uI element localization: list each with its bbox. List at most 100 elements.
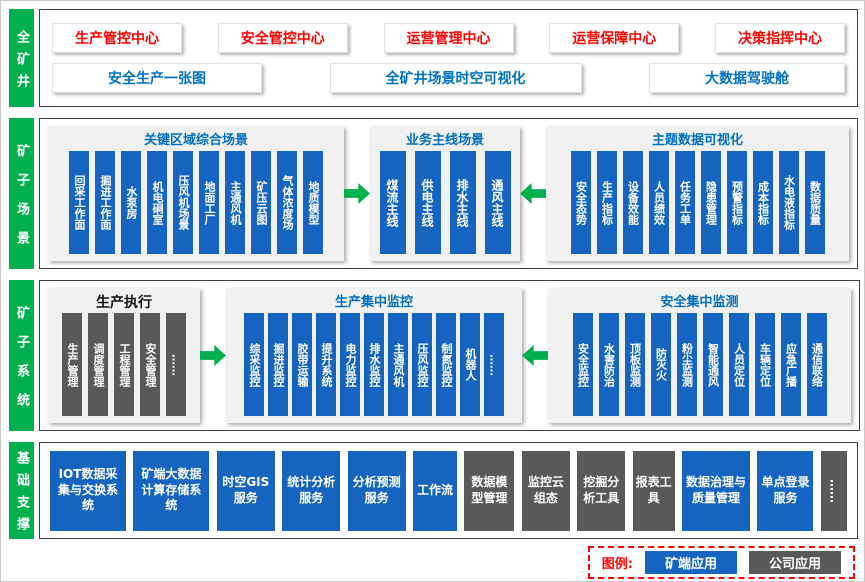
scene-item-box: 水泵房 bbox=[121, 151, 141, 254]
system-item-box: 生产管理 bbox=[62, 313, 82, 416]
mine-app-box: 全矿井场景时空可视化 bbox=[329, 63, 582, 94]
control-center-box: 决策指挥中心 bbox=[715, 22, 845, 53]
panel-key-area-scenes: 关键区域综合场景 回采工作面掘进工作面水泵房机电硐室压风机场景地面工厂主通风机矿… bbox=[48, 126, 344, 261]
foundation-item-box: IOT数据采集与交换系统 bbox=[50, 450, 126, 531]
system-item-box: 工程管理 bbox=[114, 313, 134, 416]
foundation-item-box: 监控云组态 bbox=[521, 450, 570, 531]
arrow-right-icon bbox=[200, 344, 226, 367]
scene-item-box: 水电液指标 bbox=[778, 151, 799, 254]
scene-item-box: 任务工单 bbox=[674, 151, 695, 254]
legend-chip-company-app: 公司应用 bbox=[749, 551, 841, 574]
panel-business-mainline-scenes: 业务主线场景 煤流主线供电主线排水主线通风主线 bbox=[370, 126, 520, 261]
system-item-box: 制氮监控 bbox=[436, 313, 456, 416]
foundation-box: IOT数据采集与交换系统 矿端大数据计算存储系统 时空GIS服务 统计分析服务 … bbox=[39, 442, 858, 539]
panel-safety-monitoring: 安全集中监测 安全监控水害防治顶板监测防灭火粉尘监测智能通风人员定位车辆定位应急… bbox=[548, 288, 851, 423]
scene-item-box: 生产指标 bbox=[596, 151, 617, 254]
legend-title: 图例: bbox=[601, 557, 633, 572]
scene-items: 煤流主线供电主线排水主线通风主线 bbox=[376, 151, 514, 254]
panel-theme-data-visualization: 主题数据可视化 安全态势生产指标设备效能人员绩效任务工单隐患管理预警指标成本指标… bbox=[546, 126, 849, 261]
scene-item-box: 隐患管理 bbox=[700, 151, 721, 254]
control-center-box: 安全管控中心 bbox=[217, 22, 348, 53]
system-item-box: 车辆定位 bbox=[754, 313, 775, 416]
legend: 图例: 矿端应用 公司应用 bbox=[587, 546, 855, 579]
scene-item-box: 通风主线 bbox=[484, 151, 511, 254]
foundation-item-box: 统计分析服务 bbox=[282, 450, 341, 531]
scenes-box: 关键区域综合场景 回采工作面掘进工作面水泵房机电硐室压风机场景地面工厂主通风机矿… bbox=[39, 118, 858, 269]
scene-item-box: 预警指标 bbox=[726, 151, 747, 254]
system-item-box: 安全监控 bbox=[572, 313, 593, 416]
scene-item-box: 地面工厂 bbox=[199, 151, 219, 254]
band-label-whole-mine: 全矿井 bbox=[9, 9, 34, 107]
foundation-item-box: 工作流 bbox=[413, 450, 458, 531]
scene-item-box: 设备效能 bbox=[622, 151, 643, 254]
scene-item-box: 矿压云图 bbox=[251, 151, 271, 254]
scene-item-box: 气体浓度场 bbox=[277, 151, 297, 254]
scene-item-box: 排水主线 bbox=[449, 151, 476, 254]
system-item-box: 调度管理 bbox=[88, 313, 108, 416]
system-item-box: 综采监控 bbox=[244, 313, 264, 416]
system-item-box: 应急广播 bbox=[780, 313, 801, 416]
legend-chip-mine-app: 矿端应用 bbox=[645, 551, 737, 574]
scene-item-box: 回采工作面 bbox=[69, 151, 89, 254]
scene-item-box: 供电主线 bbox=[414, 151, 441, 254]
scene-item-box: 掘进工作面 bbox=[95, 151, 115, 254]
foundation-item-box: 挖掘分析工具 bbox=[577, 450, 626, 531]
whole-mine-box: 生产管控中心安全管控中心运营管理中心运营保障中心决策指挥中心 安全生产一张图全矿… bbox=[39, 9, 858, 107]
system-item-box: …… bbox=[166, 313, 186, 416]
mine-app-box: 安全生产一张图 bbox=[52, 63, 262, 94]
mine-apps-row: 安全生产一张图 全矿井场景时空可视化 大数据驾驶舱 bbox=[52, 63, 845, 94]
system-item-box: 粉尘监测 bbox=[676, 313, 697, 416]
system-items: 生产管理调度管理工程管理安全管理 …… bbox=[54, 313, 194, 416]
scene-item-box: 人员绩效 bbox=[648, 151, 669, 254]
band-foundation: 基础支撑 IOT数据采集与交换系统 矿端大数据计算存储系统 时空GIS服务 统计… bbox=[9, 442, 858, 539]
system-item-box: 安全管理 bbox=[140, 313, 160, 416]
scene-item-box: 机电硐室 bbox=[147, 151, 167, 254]
foundation-item-box: …… bbox=[820, 450, 847, 531]
panel-production-execution: 生产执行 生产管理调度管理工程管理安全管理 …… bbox=[48, 288, 200, 423]
control-center-box: 运营管理中心 bbox=[383, 22, 514, 53]
foundation-item-box: 时空GIS服务 bbox=[216, 450, 275, 531]
band-label-systems: 矿子系统 bbox=[9, 280, 34, 431]
scene-item-box: 煤流主线 bbox=[379, 151, 406, 254]
foundation-item-box: 矿端大数据计算存储系统 bbox=[133, 450, 210, 531]
scene-item-box: 成本指标 bbox=[752, 151, 773, 254]
panel-title: 安全集中监测 bbox=[660, 295, 739, 310]
systems-box: 生产执行 生产管理调度管理工程管理安全管理 …… 生产集中监控 综采监控掘进监控胶… bbox=[39, 280, 860, 431]
panel-title: 关键区域综合场景 bbox=[143, 133, 248, 148]
panel-production-monitoring: 生产集中监控 综采监控掘进监控胶带运输提升系统电力监控排水监控主通风机压风监控制… bbox=[226, 288, 522, 423]
system-item-box: 防灭火 bbox=[650, 313, 671, 416]
scene-item-box: 主通风机 bbox=[225, 151, 245, 254]
control-centers-row: 生产管控中心安全管控中心运营管理中心运营保障中心决策指挥中心 bbox=[52, 22, 845, 53]
band-whole-mine: 全矿井 生产管控中心安全管控中心运营管理中心运营保障中心决策指挥中心 安全生产一… bbox=[9, 9, 858, 107]
scene-items: 安全态势生产指标设备效能人员绩效任务工单隐患管理预警指标成本指标水电液指标数据质… bbox=[552, 151, 843, 254]
mine-app-box: 大数据驾驶舱 bbox=[649, 63, 845, 94]
arrow-left-icon bbox=[520, 182, 546, 205]
panel-title: 生产集中监控 bbox=[334, 295, 413, 310]
scene-item-box: 压风机场景 bbox=[173, 151, 193, 254]
system-item-box: 人员定位 bbox=[728, 313, 749, 416]
control-center-box: 生产管控中心 bbox=[52, 22, 182, 53]
system-item-box: 通信联络 bbox=[806, 313, 827, 416]
arrow-left-icon bbox=[522, 344, 548, 367]
band-scenes: 矿子场景 关键区域综合场景 回采工作面掘进工作面水泵房机电硐室压风机场景地面工厂… bbox=[9, 118, 858, 269]
system-item-box: 机器人 bbox=[460, 313, 480, 416]
band-label-foundation: 基础支撑 bbox=[9, 442, 34, 539]
system-item-box: 压风监控 bbox=[412, 313, 432, 416]
panel-title: 主题数据可视化 bbox=[651, 133, 743, 148]
system-item-box: …… bbox=[484, 313, 504, 416]
foundation-item-box: 分析预测服务 bbox=[347, 450, 406, 531]
scene-item-box: 地质模型 bbox=[303, 151, 323, 254]
system-items: 安全监控水害防治顶板监测防灭火粉尘监测智能通风人员定位车辆定位应急广播通信联络 bbox=[554, 313, 845, 416]
foundation-item-box: 报表工具 bbox=[632, 450, 675, 531]
scene-items: 回采工作面掘进工作面水泵房机电硐室压风机场景地面工厂主通风机矿压云图气体浓度场地… bbox=[54, 151, 338, 254]
panel-title: 生产执行 bbox=[96, 295, 152, 311]
system-item-box: 水害防治 bbox=[598, 313, 619, 416]
band-label-scenes: 矿子场景 bbox=[9, 118, 34, 269]
system-item-box: 掘进监控 bbox=[268, 313, 288, 416]
system-item-box: 顶板监测 bbox=[624, 313, 645, 416]
system-item-box: 智能通风 bbox=[702, 313, 723, 416]
system-item-box: 提升系统 bbox=[316, 313, 336, 416]
system-item-box: 胶带运输 bbox=[292, 313, 312, 416]
panel-title: 业务主线场景 bbox=[405, 133, 484, 148]
